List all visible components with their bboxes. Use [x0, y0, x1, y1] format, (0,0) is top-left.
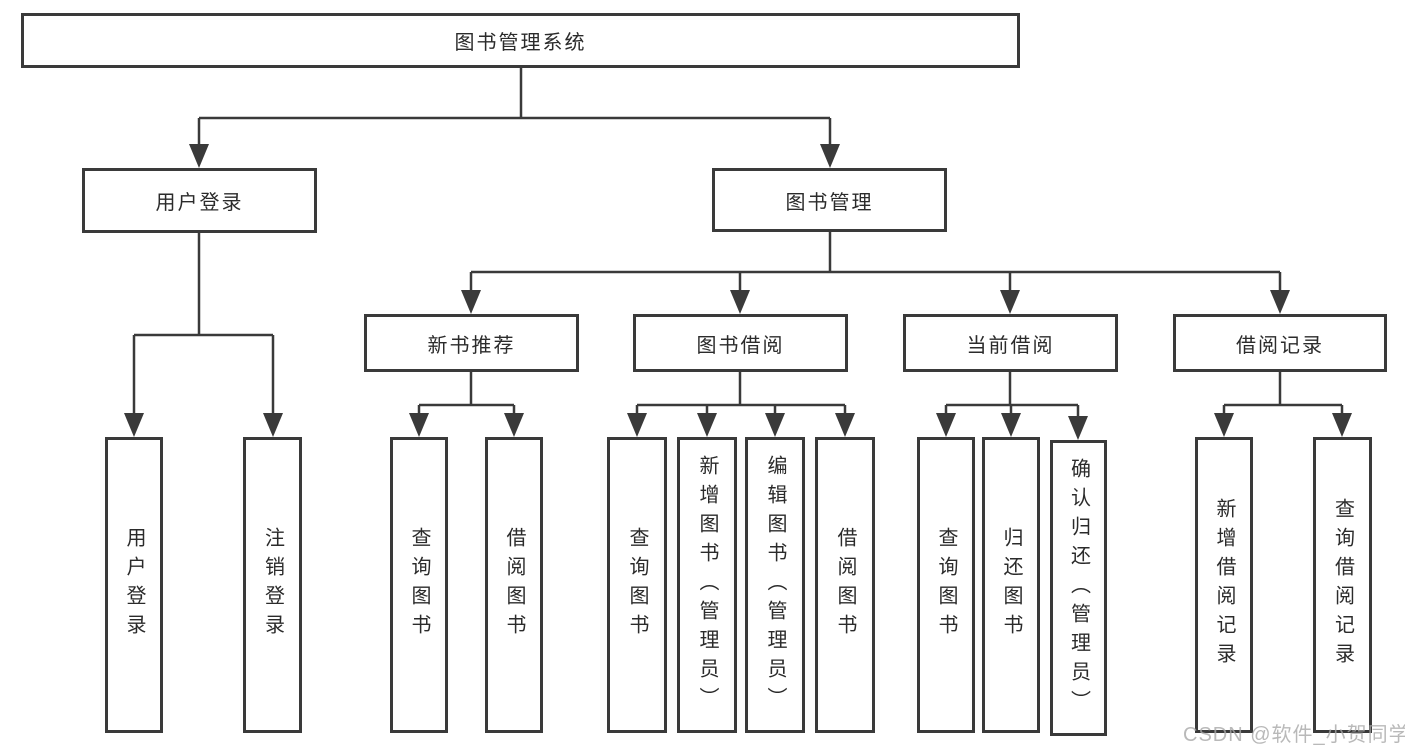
connector-line: [944, 372, 1080, 416]
arrowhead: [409, 413, 429, 437]
connector-new-book-to-leaves: [417, 372, 516, 414]
node-label: 确认归还（管理员）: [1067, 457, 1090, 719]
arrowhead: [1068, 416, 1088, 440]
node-label: 归还图书: [1000, 527, 1022, 643]
arrowhead: [835, 413, 855, 437]
leaf-confirm-return-admin: 确认归还（管理员）: [1050, 440, 1107, 736]
node-label: 图书借阅: [696, 334, 785, 357]
node-label: 新增借阅记录: [1213, 498, 1235, 672]
arrowhead: [1332, 413, 1352, 437]
connector-line: [1222, 372, 1344, 414]
arrowhead: [1270, 290, 1290, 314]
arrowhead: [1001, 413, 1021, 437]
node-label: 查询图书: [408, 527, 430, 643]
arrowhead: [1214, 413, 1234, 437]
node-label: 查询图书: [935, 527, 957, 643]
node-library-management-system: 图书管理系统: [21, 13, 1020, 68]
connector-user-login-to-leaves: [132, 233, 275, 414]
leaf-add-borrow-record: 新增借阅记录: [1195, 437, 1253, 733]
arrowhead: [936, 413, 956, 437]
node-new-book-recommend: 新书推荐: [364, 314, 579, 372]
node-label: 注销登录: [261, 527, 284, 643]
arrowhead: [461, 290, 481, 314]
connector-current-borrow-to-leaves: [944, 372, 1080, 416]
node-label: 新书推荐: [427, 334, 516, 357]
node-label: 查询图书: [626, 527, 648, 643]
node-label: 查询借阅记录: [1331, 498, 1354, 672]
arrowhead: [124, 413, 144, 437]
csdn-watermark: CSDN @软件_小贺同学: [1183, 724, 1405, 746]
connector-root-to-level2: [197, 68, 832, 146]
node-user-login: 用户登录: [82, 168, 317, 233]
node-label: 借阅图书: [834, 527, 856, 643]
node-book-borrow: 图书借阅: [633, 314, 848, 372]
node-book-management: 图书管理: [712, 168, 947, 232]
node-label: 借阅记录: [1236, 334, 1324, 357]
node-label: 用户登录: [155, 192, 244, 214]
arrowhead: [504, 413, 524, 437]
leaf-query-book-3: 查询图书: [917, 437, 975, 733]
node-current-borrow: 当前借阅: [903, 314, 1118, 372]
leaf-add-book-admin: 新增图书（管理员）: [677, 437, 737, 733]
arrowhead: [697, 413, 717, 437]
node-label: 用户登录: [123, 527, 145, 643]
connector-line: [417, 372, 516, 414]
connector-book-borrow-to-leaves: [635, 372, 847, 414]
arrowhead: [820, 144, 840, 168]
arrowhead: [1000, 290, 1020, 314]
node-label: 图书管理系统: [454, 32, 587, 54]
node-label: 图书管理: [785, 191, 874, 214]
leaf-user-login: 用户登录: [105, 437, 163, 733]
leaf-query-book-1: 查询图书: [390, 437, 448, 733]
connector-line: [469, 232, 1282, 292]
leaf-query-book-2: 查询图书: [607, 437, 667, 733]
node-borrow-records: 借阅记录: [1173, 314, 1387, 372]
arrowhead: [730, 290, 750, 314]
leaf-borrow-book-2: 借阅图书: [815, 437, 875, 733]
arrowhead: [263, 413, 283, 437]
arrowhead: [627, 413, 647, 437]
leaf-borrow-book-1: 借阅图书: [485, 437, 543, 733]
leaf-return-book: 归还图书: [982, 437, 1040, 733]
connector-borrow-records-to-leaves: [1222, 372, 1344, 414]
leaf-logout: 注销登录: [243, 437, 302, 733]
leaf-edit-book-admin: 编辑图书（管理员）: [745, 437, 805, 733]
arrowhead: [189, 144, 209, 168]
arrowhead: [765, 413, 785, 437]
connector-line: [132, 233, 275, 414]
node-label: 当前借阅: [966, 334, 1055, 357]
connector-line: [635, 372, 847, 414]
leaf-query-borrow-record: 查询借阅记录: [1313, 437, 1372, 733]
connector-line: [197, 68, 832, 146]
node-label: 新增图书（管理员）: [696, 454, 718, 716]
connector-book-management-to-level3: [469, 232, 1282, 292]
node-label: 借阅图书: [503, 527, 525, 643]
node-label: 编辑图书（管理员）: [764, 454, 786, 716]
